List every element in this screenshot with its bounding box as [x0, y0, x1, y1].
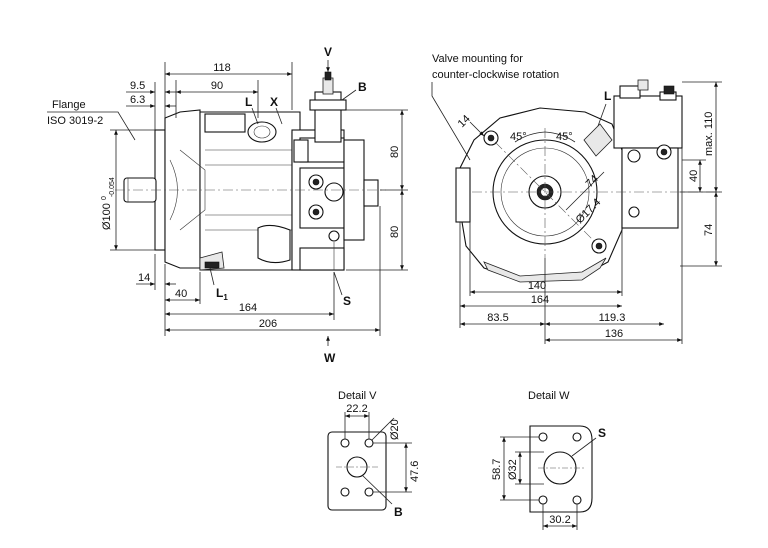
dim-front-74: 74: [703, 224, 715, 236]
dim-118: 118: [213, 62, 231, 74]
dim-164: 164: [239, 302, 257, 314]
dim-dia20: Ø20: [389, 419, 401, 440]
detail-w-title: Detail W: [528, 390, 570, 402]
dim-80-bottom: 80: [389, 226, 401, 238]
dim-80-top: 80: [389, 146, 401, 158]
label-b: B: [358, 80, 367, 94]
dim-90: 90: [211, 80, 223, 92]
dim-9-5: 9.5: [130, 80, 145, 92]
detail-w: Detail W 58.7 Ø32 30.2 S: [491, 390, 606, 530]
dim-front-140: 140: [528, 280, 546, 292]
angle-45-right: 45°: [556, 131, 573, 143]
detail-v-title: Detail V: [338, 390, 377, 402]
dim-40: 40: [175, 288, 187, 300]
dim-max-110: max. 110: [703, 112, 715, 156]
flange-standard: ISO 3019-2: [47, 115, 103, 127]
dim-136: 136: [605, 328, 623, 340]
dim-47-6: 47.6: [409, 461, 421, 482]
dim-206: 206: [259, 318, 277, 330]
dim-front-164: 164: [531, 294, 549, 306]
dim-14: 14: [138, 272, 150, 284]
detail-w-label-s: S: [598, 426, 606, 440]
valve-mounting-line1: Valve mounting for: [432, 53, 523, 65]
detail-v-label-b: B: [394, 505, 403, 519]
flange-label: Flange: [52, 99, 86, 111]
detail-v: Detail V 22.2 Ø20 47.6 B: [327, 390, 421, 519]
label-w: W: [324, 351, 336, 365]
dim-front-40: 40: [688, 170, 700, 182]
label-s: S: [343, 294, 351, 308]
dim-22-2: 22.2: [346, 403, 367, 415]
dim-83-5: 83.5: [487, 312, 508, 324]
front-view: Valve mounting for counter-clockwise rot…: [431, 53, 722, 344]
label-l: L: [245, 95, 252, 109]
dim-front-14: 14: [456, 113, 473, 130]
side-view: 118 90 9.5 6.3 Flange ISO 3019-2 Ø100 0 …: [47, 45, 408, 365]
angle-45-left: 45°: [510, 131, 527, 143]
dim-58-7: 58.7: [491, 459, 503, 480]
label-l1: L1: [216, 286, 228, 302]
label-x: X: [270, 95, 278, 109]
label-front-l: L: [604, 89, 611, 103]
dim-119-3: 119.3: [599, 312, 626, 324]
valve-mounting-line2: counter-clockwise rotation: [432, 69, 559, 81]
dim-dia100: Ø100 0 -0.054: [97, 177, 116, 230]
label-v: V: [324, 45, 332, 59]
dim-30-2: 30.2: [549, 514, 570, 526]
dim-6-3: 6.3: [130, 94, 145, 106]
dim-dia32: Ø32: [507, 459, 519, 480]
